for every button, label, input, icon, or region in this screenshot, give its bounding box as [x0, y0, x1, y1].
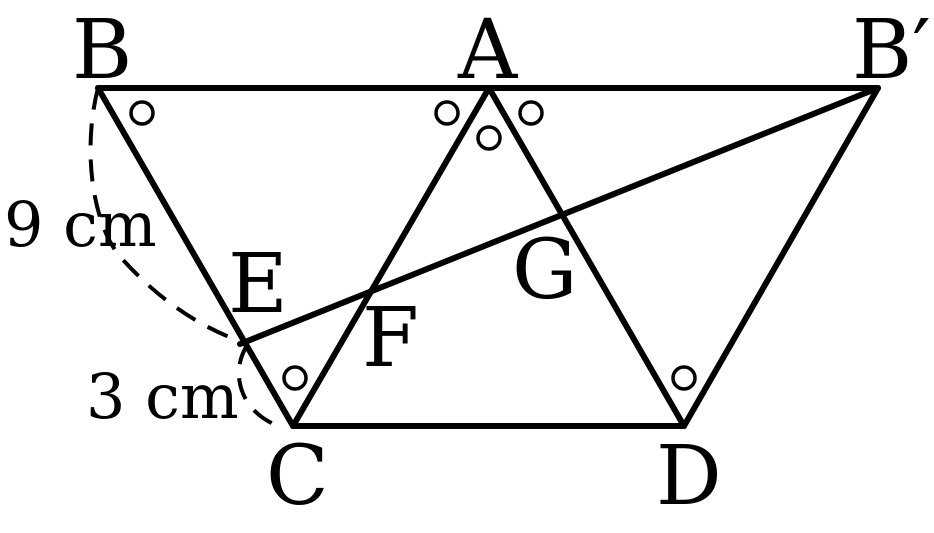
- segment-b-c: [95, 85, 296, 429]
- angle-mark-a-mid: [476, 125, 502, 151]
- angle-mark-a-right: [518, 100, 544, 126]
- angle-mark-d: [671, 365, 697, 391]
- label-g: G: [512, 223, 578, 318]
- arc-3cm: [236, 342, 279, 428]
- label-c: C: [266, 429, 329, 524]
- label-f: F: [362, 291, 419, 386]
- label-b: B: [72, 3, 132, 98]
- label-a: A: [457, 3, 519, 98]
- label-b-prime: B′: [852, 3, 931, 98]
- segment-e-bprime: [237, 85, 881, 347]
- label-d: D: [656, 429, 722, 524]
- angle-mark-b: [129, 100, 155, 126]
- segment-bprime-d: [681, 85, 881, 429]
- angle-mark-a-left: [434, 100, 460, 126]
- angle-mark-c: [282, 365, 308, 391]
- length-label-9cm: 9 cm: [4, 188, 157, 261]
- length-label-3cm: 3 cm: [86, 360, 239, 433]
- arc-9cm: [88, 87, 249, 346]
- segment-a-d: [486, 85, 687, 429]
- label-e: E: [228, 237, 288, 332]
- segment-a-c: [290, 85, 492, 429]
